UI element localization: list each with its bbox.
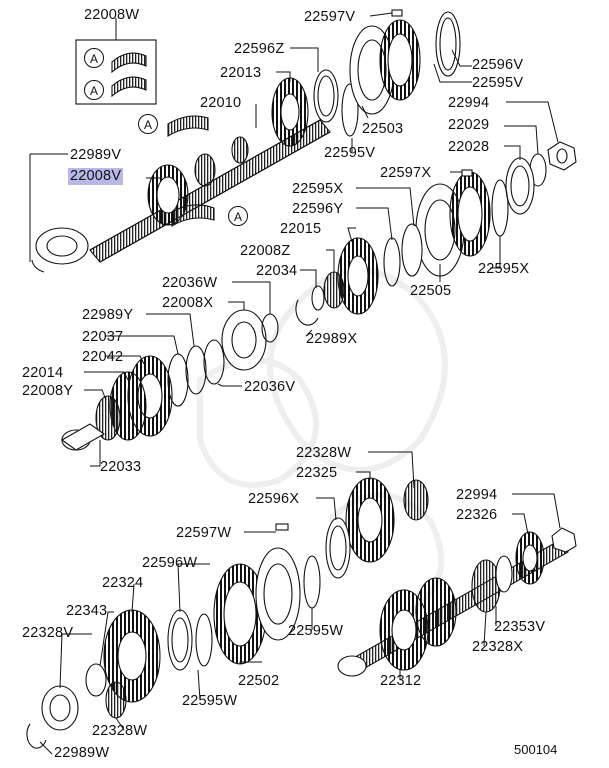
part-label: 22503 xyxy=(362,121,404,137)
part-label: 22326 xyxy=(456,507,498,523)
part-label: 22312 xyxy=(380,673,422,689)
part-label: 22008W xyxy=(84,7,140,23)
part-label: 22596V xyxy=(472,57,524,73)
part-label: 22008X xyxy=(162,295,214,311)
part-label: 22595W xyxy=(182,693,238,709)
sleeve-22033 xyxy=(60,423,106,451)
part-label: 22596X xyxy=(248,491,300,507)
part-label: 22010 xyxy=(200,95,242,111)
part-label: 22036W xyxy=(162,275,218,291)
part-label: 22328W xyxy=(92,723,148,739)
part-label: 22325 xyxy=(296,465,338,481)
part-label: 22042 xyxy=(82,349,124,365)
part-label: 22502 xyxy=(238,673,280,689)
part-label: 22994 xyxy=(448,95,490,111)
part-label: 22989W xyxy=(54,745,110,761)
gear-22013 xyxy=(271,77,309,147)
part-label: 22353V xyxy=(494,619,546,635)
synchronizer-22503 xyxy=(349,19,421,115)
part-label: 22008Y xyxy=(22,383,74,399)
part-label: 22597V xyxy=(304,9,356,25)
part-label: 22328V xyxy=(22,625,74,641)
gear-22015 xyxy=(337,237,379,315)
part-label: 22989V xyxy=(70,147,122,163)
synchronizer-22502 xyxy=(213,547,301,665)
part-label: 22008Z xyxy=(240,243,291,259)
part-label: 22036V xyxy=(244,379,296,395)
part-label: 22989Y xyxy=(82,307,134,323)
gear-22325 xyxy=(345,477,395,563)
diagram-code: 500104 xyxy=(514,742,558,757)
part-label: 22029 xyxy=(448,117,490,133)
callout-a-bearing-top: A xyxy=(84,48,104,68)
nut-22994 xyxy=(547,141,577,171)
part-label: 22596Y xyxy=(292,201,344,217)
part-label: 22595W xyxy=(288,623,344,639)
part-label: 22028 xyxy=(448,139,490,155)
part-label: 22994 xyxy=(456,487,498,503)
part-label: 22033 xyxy=(100,459,142,475)
part-label: 22595V xyxy=(324,145,376,161)
needle-bearing-top xyxy=(111,52,147,74)
ball-bearing-22008X xyxy=(221,309,267,371)
gear-22324 xyxy=(103,609,161,703)
part-label: 22597X xyxy=(380,165,432,181)
part-label: 22037 xyxy=(82,329,124,345)
input-shaft xyxy=(31,119,331,273)
callout-a-bearing-bottom: A xyxy=(84,80,104,100)
part-label: 22328W xyxy=(296,445,352,461)
part-label: 22595X xyxy=(478,261,530,277)
part-label: 22596W xyxy=(142,555,198,571)
part-label: 22328X xyxy=(472,639,524,655)
callout-a-lower: A xyxy=(228,206,248,226)
callout-a-upper: A xyxy=(138,114,158,134)
part-label: 22989X xyxy=(306,331,358,347)
part-label: 22597W xyxy=(176,525,232,541)
part-label: 22324 xyxy=(102,575,144,591)
part-label: 22015 xyxy=(280,221,322,237)
part-label: 22595V xyxy=(472,75,524,91)
part-label: 22014 xyxy=(22,365,64,381)
gear-22312 xyxy=(379,577,457,671)
part-label: 22343 xyxy=(66,603,108,619)
leader-lines xyxy=(29,12,561,755)
part-label: 22596Z xyxy=(234,41,285,57)
part-label: 22013 xyxy=(220,65,262,81)
needle-bearing-bottom xyxy=(111,76,147,98)
gear-22326 xyxy=(515,531,545,585)
part-label: 22034 xyxy=(256,263,298,279)
synchronizer-22505 xyxy=(415,171,491,277)
part-label: 22505 xyxy=(410,283,452,299)
part-label: 22595X xyxy=(292,181,344,197)
part-label-highlighted: 22008V xyxy=(68,168,124,185)
